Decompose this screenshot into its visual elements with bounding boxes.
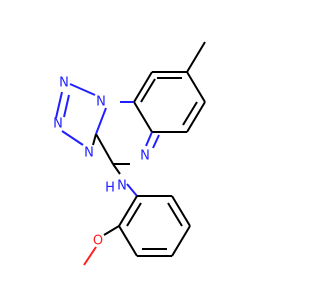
- bond-ring-b3: [171, 225, 191, 257]
- bond-ring-a5: [133, 101, 153, 133]
- atom-n2: N: [59, 76, 69, 91]
- atom-n1: N: [96, 95, 106, 110]
- molecule-structure: N N N N N N H O: [53, 41, 206, 266]
- atom-h: H: [105, 181, 115, 196]
- bond-ring-b2d: [167, 202, 183, 227]
- bond-ring-a6: [133, 71, 153, 103]
- bond-ring-a3: [186, 101, 206, 133]
- bond-mid-2: [145, 131, 153, 147]
- atom-o: O: [93, 234, 103, 249]
- bond-tet-2d: [63, 94, 70, 118]
- bond-ring-b5: [118, 225, 138, 257]
- bond-mid-5: [95, 107, 107, 135]
- bond-ring-b6: [118, 195, 138, 227]
- bond-tet-1: [69, 83, 96, 96]
- atom-n3: N: [53, 117, 63, 132]
- bond-amine-1: [112, 163, 121, 175]
- bond-methoxy-2: [83, 246, 97, 266]
- atom-n5: N: [140, 149, 150, 164]
- bond-mid-4: [95, 133, 114, 165]
- bond-tet-2: [55, 91, 63, 119]
- bond-ring-b6d: [126, 202, 142, 227]
- bond-ring-a3d: [182, 101, 198, 126]
- bond-mid-2d: [152, 134, 160, 149]
- atom-nh: N: [117, 179, 127, 194]
- atom-n4: N: [84, 146, 94, 161]
- bond-ring-a2: [186, 71, 206, 103]
- methyl-bond: [186, 41, 206, 73]
- bond-ring-b2: [171, 195, 191, 227]
- bond-tet-4: [92, 133, 97, 146]
- bond-tet-3: [61, 130, 84, 146]
- bond-amine-2: [126, 183, 138, 197]
- bond-methoxy-1: [103, 225, 120, 236]
- bond-ring-a6d: [140, 78, 156, 103]
